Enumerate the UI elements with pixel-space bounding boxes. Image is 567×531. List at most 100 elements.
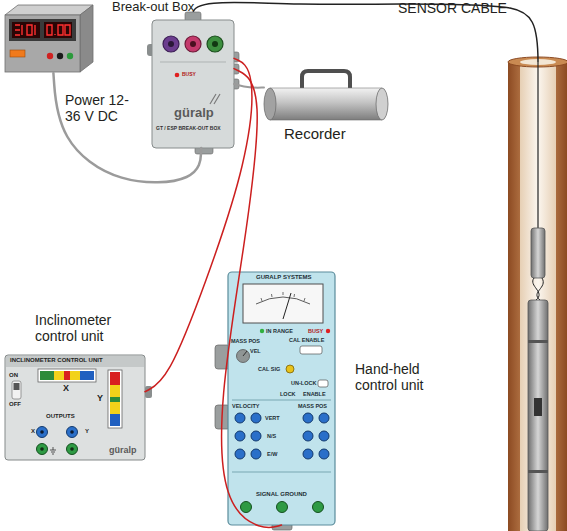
sensor-window bbox=[534, 398, 542, 416]
recorder-end bbox=[376, 88, 388, 120]
panel-label: SIGNAL GROUND bbox=[256, 491, 307, 498]
led-digits bbox=[15, 25, 70, 35]
binding-post bbox=[303, 449, 313, 459]
logo-mark bbox=[210, 94, 220, 104]
cal-signal-post bbox=[286, 365, 294, 373]
recorder bbox=[264, 71, 388, 120]
ground-post bbox=[313, 502, 324, 513]
y-tilt-meter bbox=[108, 370, 122, 428]
binding-post bbox=[235, 431, 245, 441]
ground-post bbox=[277, 502, 288, 513]
ground-symbol bbox=[50, 447, 56, 454]
panel-label: VERT bbox=[265, 415, 280, 421]
ground-post bbox=[37, 444, 48, 455]
meter-segment bbox=[110, 372, 120, 385]
panel-label: X bbox=[31, 428, 35, 435]
recorder: Recorder bbox=[264, 70, 388, 120]
panel-label: MASS POS bbox=[231, 338, 260, 344]
sensor-lower-module bbox=[528, 300, 548, 531]
cal-enable-switch bbox=[300, 346, 322, 354]
power-supply-front bbox=[5, 15, 80, 72]
panel-label: Y bbox=[97, 393, 103, 403]
breakout-box: Break-out BoxgüralpGT / ESP BREAK-OUT BO… bbox=[152, 20, 234, 148]
inclinometer-control-unit: Inclinometer control unitINCLINOMETER CO… bbox=[5, 355, 145, 460]
panel-label: CAL ENABLE bbox=[289, 337, 324, 343]
binding-post bbox=[319, 413, 329, 423]
knob-pointer bbox=[243, 351, 247, 356]
meter-needle bbox=[283, 293, 291, 319]
panel-label: ON bbox=[9, 372, 18, 379]
power-switch bbox=[12, 381, 21, 399]
recorder-body bbox=[270, 88, 382, 120]
panel-label: GT / ESP BREAK-OUT BOX bbox=[156, 126, 221, 132]
sensor-band bbox=[528, 340, 548, 343]
cables bbox=[53, 58, 281, 527]
binding-post bbox=[67, 427, 78, 438]
ground-post bbox=[241, 502, 252, 513]
panel-label: Y bbox=[85, 428, 89, 435]
binding-post bbox=[235, 449, 245, 459]
recorder-cable bbox=[234, 84, 264, 88]
terminal-red bbox=[47, 53, 53, 59]
panel-label: N/S bbox=[267, 433, 276, 439]
busy-led bbox=[175, 73, 180, 78]
borehole-casing bbox=[508, 62, 567, 531]
power-supply-top bbox=[5, 5, 93, 15]
connector-pin bbox=[168, 41, 174, 47]
binding-post bbox=[303, 431, 313, 441]
control-unit-cable bbox=[222, 69, 282, 528]
x-tilt-meter bbox=[38, 369, 96, 382]
device-caption: Break-out Box bbox=[112, 0, 194, 15]
sensor-cable-downhole bbox=[537, 62, 538, 228]
borehole bbox=[508, 57, 567, 531]
connector-pin bbox=[190, 41, 196, 47]
binding-post bbox=[319, 449, 329, 459]
title-band bbox=[6, 356, 144, 367]
recorder-handle bbox=[302, 71, 350, 89]
ground-post bbox=[67, 444, 78, 455]
lock-switch bbox=[318, 380, 328, 387]
connector-socket bbox=[163, 36, 179, 52]
panel-rule bbox=[232, 472, 331, 473]
panel-rule bbox=[160, 62, 226, 63]
device-caption: Recorder bbox=[284, 126, 346, 143]
binding-post bbox=[251, 449, 261, 459]
panel-label: VELOCITY bbox=[232, 403, 260, 409]
panel-label: INCLINOMETER CONTROL UNIT bbox=[10, 357, 103, 364]
binding-post bbox=[235, 413, 245, 423]
breakout-body bbox=[152, 20, 234, 148]
post-hole bbox=[70, 447, 74, 451]
binding-post bbox=[251, 431, 261, 441]
sensor-link-wires bbox=[533, 278, 544, 300]
device-caption: Inclinometer control unit bbox=[35, 313, 130, 344]
meter-segment bbox=[110, 414, 120, 426]
power-supply bbox=[5, 5, 93, 72]
hand-held-control-unit: Hand-held control unitGURALP SYSTEMSIN R… bbox=[228, 272, 335, 525]
post-hole bbox=[40, 430, 44, 434]
meter-segment bbox=[64, 371, 70, 380]
meter-segment bbox=[110, 397, 120, 402]
panel-label: ENABLE bbox=[303, 391, 326, 397]
panel-label: OUTPUTS bbox=[46, 413, 75, 420]
busy-led bbox=[326, 329, 330, 333]
sensor-band bbox=[528, 470, 548, 473]
connector-socket bbox=[207, 36, 223, 52]
meter-segment bbox=[110, 385, 120, 397]
panel-label: GURALP SYSTEMS bbox=[256, 274, 312, 281]
panel-label: X bbox=[63, 383, 69, 393]
cable-label: SENSOR CABLE bbox=[398, 1, 507, 17]
connector-socket bbox=[185, 36, 201, 52]
panel-label: CAL SIG bbox=[258, 366, 280, 372]
binding-post bbox=[251, 413, 261, 423]
panel-label: güralp bbox=[109, 445, 137, 455]
power-supply: Power 12-36 V DC bbox=[5, 5, 93, 73]
panel-label: IN RANGE bbox=[266, 328, 293, 334]
meter-segment bbox=[70, 371, 80, 380]
terminal-black bbox=[57, 53, 63, 59]
device-caption: Hand-held control unit bbox=[355, 362, 455, 393]
terminal-green bbox=[67, 53, 73, 59]
post-hole bbox=[40, 447, 44, 451]
